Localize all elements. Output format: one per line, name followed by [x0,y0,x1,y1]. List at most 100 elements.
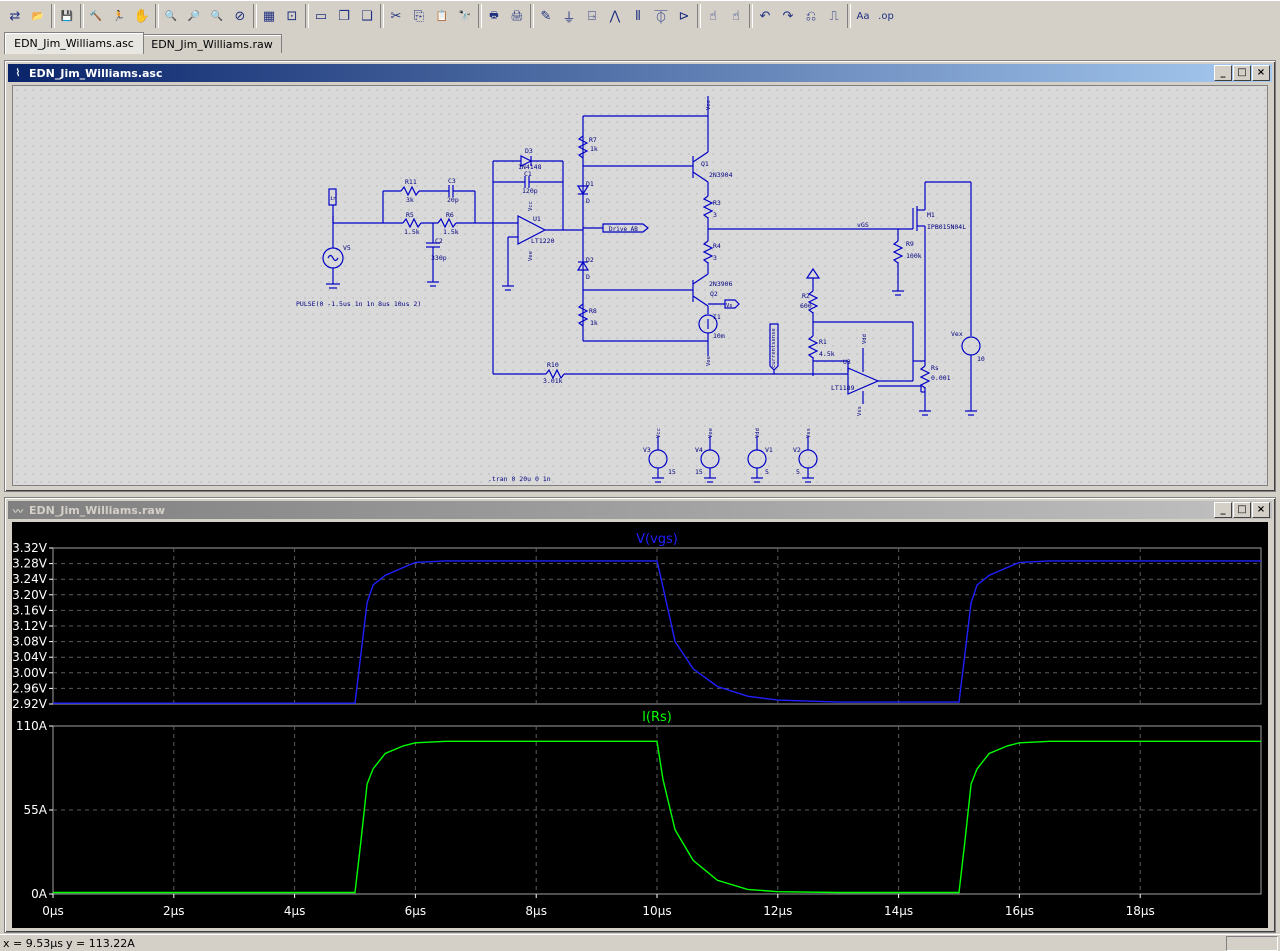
status-bar: x = 9.53µs y = 113.22A [0,934,1280,951]
text-icon[interactable]: Aa [856,10,870,22]
toolbar-separator [80,4,84,28]
Q1-value: 2N3904 [709,171,733,179]
I1-value: 10m [713,332,725,340]
y-tick-label-vgs: 3.12V [12,619,48,633]
document-tabs: EDN_Jim_Williams.asc EDN_Jim_Williams.ra… [0,32,1280,54]
x-tick-label: 12µs [763,904,792,918]
M1-value: IPB015N04L [927,223,966,231]
close-button[interactable]: × [1252,65,1270,81]
V4-value: 15 [695,468,703,476]
toolbar-separator [305,4,309,28]
find-icon[interactable]: 🔭 [458,10,472,22]
capacitor-icon[interactable]: ⫴ [635,8,641,24]
redo-icon[interactable]: ↷ [782,8,794,24]
draw-wire-icon[interactable]: ✎ [540,8,552,24]
U1-value: LT1220 [531,237,555,245]
toolbar-separator [478,4,482,28]
vdd-v1: Vdd [755,428,761,438]
rotate-icon[interactable]: ⎌ [805,8,817,24]
schematic-titlebar[interactable]: ⌇ EDN_Jim_Williams.asc _ □ × [8,64,1272,82]
label-net-icon[interactable]: ⍈ [588,8,596,24]
tab-waveform[interactable]: EDN_Jim_Williams.raw [142,34,282,53]
ground-icon[interactable]: ⏚ [562,10,576,26]
autorange-icon[interactable]: ▦ [262,8,276,24]
schematic-canvas[interactable]: PULSE(0 -1.5us 1n 1n 8us 10us 2) .tran 0… [12,85,1268,486]
U3-value: LT1189 [831,384,855,392]
save-icon[interactable]: 💾 [60,10,74,22]
x-tick-label: 6µs [405,904,427,918]
R5-value: 1.5k [404,228,420,236]
toolbar-separator [749,4,753,28]
y-tick-label-vgs: 3.32V [12,541,48,555]
R10-name: R10 [547,361,559,369]
waveform-titlebar[interactable]: 〰 EDN_Jim_Williams.raw _ □ × [8,501,1272,519]
V1-name: V1 [765,446,773,454]
y-tick-label-irs: 0A [31,887,48,901]
tile-vertical-icon[interactable]: ❑ [361,8,373,24]
D3-value: 1N4148 [518,163,542,171]
diode-icon[interactable]: ⏁ [654,10,668,26]
run-icon[interactable]: 🏃 [112,10,126,22]
drag-icon[interactable]: ☝ [732,8,740,24]
y-tick-label-vgs: 3.28V [12,557,48,571]
paste-icon[interactable]: 📋 [435,10,449,22]
print-icon[interactable]: 🖨 [510,10,524,22]
y-tick-label-vgs: 2.96V [12,681,48,695]
maximize-button[interactable]: □ [1233,502,1251,518]
zoom-fit-icon[interactable]: ⊘ [234,8,246,24]
y-tick-label-vgs: 3.04V [12,650,48,664]
tran-directive: .tran 0 20u 0 1n [488,475,551,483]
mirror-icon[interactable]: ⎍ [829,8,839,24]
vGS-label: vGS [857,221,869,229]
minimize-button[interactable]: _ [1214,502,1232,518]
y-tick-label-vgs: 3.00V [12,666,48,680]
x-tick-label: 8µs [525,904,547,918]
cursor-x-readout: x = 9.53µs [3,937,63,950]
vcc-u1: Vcc [528,201,534,211]
toolbar-separator [155,4,159,28]
trace-title-irs: I(Rs) [642,710,672,725]
x-tick-label: 2µs [163,904,185,918]
cascade-icon[interactable]: ❐ [338,8,350,24]
cut-icon[interactable]: ✂ [390,8,402,24]
window-title: EDN_Jim_Williams.asc [29,66,163,80]
print-setup-icon[interactable]: 🖶 [489,9,499,21]
resistor-icon[interactable]: ⋀ [609,8,621,24]
tab-label: EDN_Jim_Williams.raw [151,37,273,51]
tile-horizontal-icon[interactable]: ▭ [314,8,328,24]
control-panel-icon[interactable]: 🔨 [89,10,103,22]
C1-value: 120p [522,187,538,195]
R6-name: R6 [446,211,454,219]
R11-name: R11 [405,178,417,186]
tab-schematic[interactable]: EDN_Jim_Williams.asc [4,32,144,54]
V5-name: V5 [343,244,351,252]
open-icon[interactable]: 📂 [31,10,45,22]
Rs-value: 0.001 [931,374,951,382]
vee-u1: Vee [528,251,534,261]
resize-grip[interactable] [1226,936,1278,951]
x-tick-label: 16µs [1005,904,1034,918]
x-tick-label: 4µs [284,904,306,918]
component-icon[interactable]: ⊳ [678,8,690,24]
maximize-button[interactable]: □ [1233,65,1251,81]
R4-name: R4 [713,242,721,250]
minimize-button[interactable]: _ [1214,65,1232,81]
vdd-u3: Vdd [862,334,868,344]
undo-icon[interactable]: ↶ [759,8,771,24]
new-schematic-icon[interactable]: ⇄ [9,8,21,24]
spice-directive-icon[interactable]: .op [878,10,894,22]
zoom-back-icon[interactable]: 🔍 [210,10,224,22]
zoom-area-icon[interactable]: 🔍 [164,10,178,22]
toolbar-separator [51,4,55,28]
x-tick-label: 18µs [1126,904,1155,918]
fit-icon[interactable]: ⊡ [286,8,298,24]
close-button[interactable]: × [1252,502,1270,518]
pan-icon[interactable]: 🔎 [187,10,201,22]
move-icon[interactable]: ☝ [709,8,717,24]
halt-icon[interactable]: ✋ [133,8,151,24]
C3-name: C3 [448,177,456,185]
copy-icon[interactable]: ⎘ [413,8,425,24]
y-tick-label-vgs: 3.24V [12,572,48,586]
D3-name: D3 [525,147,533,155]
